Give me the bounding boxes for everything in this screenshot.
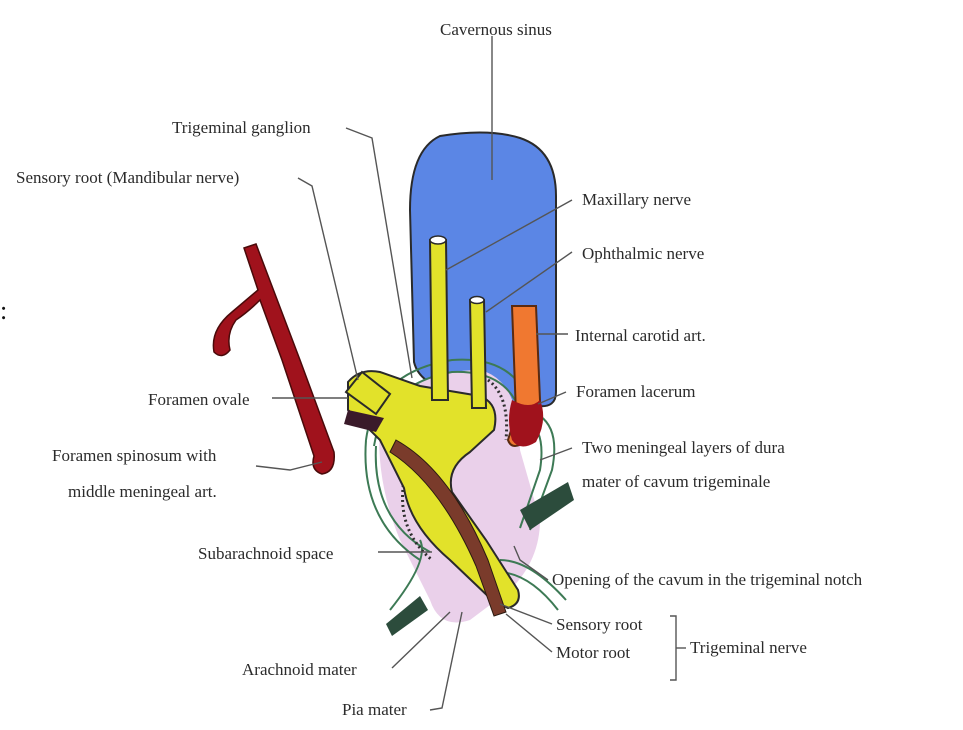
label-dura-layers-2: mater of cavum trigeminale: [582, 472, 770, 492]
ophthalmic-nerve-shape: [470, 300, 486, 408]
label-foramen-spinosum-2: middle meningeal art.: [68, 482, 217, 502]
ophthalmic-nerve-end: [470, 297, 484, 304]
label-sensory-root-mandibular: Sensory root (Mandibular nerve): [16, 168, 239, 188]
label-opening-cavum: Opening of the cavum in the trigeminal n…: [552, 570, 862, 590]
label-subarachnoid-space: Subarachnoid space: [198, 544, 333, 564]
label-pia-mater: Pia mater: [342, 700, 407, 720]
maxillary-nerve-shape: [430, 240, 448, 400]
label-foramen-lacerum: Foramen lacerum: [576, 382, 695, 402]
carotid-lacerum-segment: [509, 400, 543, 447]
label-ophthalmic-nerve: Ophthalmic nerve: [582, 244, 704, 264]
label-motor-root: Motor root: [556, 643, 630, 663]
notch-opening-left: [386, 596, 428, 636]
label-arachnoid-mater: Arachnoid mater: [242, 660, 357, 680]
label-internal-carotid: Internal carotid art.: [575, 326, 706, 346]
label-trigeminal-ganglion: Trigeminal ganglion: [172, 118, 311, 138]
label-sensory-root: Sensory root: [556, 615, 642, 635]
label-foramen-ovale: Foramen ovale: [148, 390, 250, 410]
maxillary-nerve-end: [430, 236, 446, 244]
label-dura-layers-1: Two meningeal layers of dura: [582, 438, 785, 458]
stray-punctuation: :: [0, 296, 7, 326]
label-trigeminal-nerve: Trigeminal nerve: [690, 638, 807, 658]
label-foramen-spinosum-1: Foramen spinosum with: [52, 446, 216, 466]
label-maxillary-nerve: Maxillary nerve: [582, 190, 691, 210]
label-cavernous-sinus: Cavernous sinus: [440, 20, 552, 40]
middle-meningeal-artery: [213, 244, 334, 474]
